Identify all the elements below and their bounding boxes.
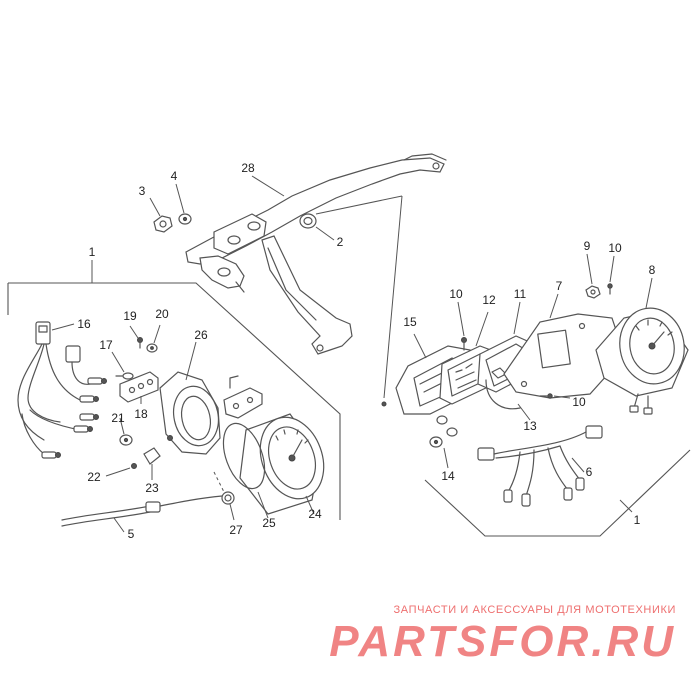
callout-10-top: 10 [449,287,463,301]
part-28-mounting-bracket [185,153,447,355]
callout-23: 23 [145,481,159,495]
callout-5: 5 [128,527,135,541]
callout-17: 17 [99,338,113,352]
callout-10-lower: 10 [572,395,586,409]
left-assembly-frame [7,260,341,520]
watermark: ЗАПЧАСТИ И АКСЕССУАРЫ ДЛЯ МОТОТЕХНИКИ PA… [329,604,676,666]
part-20-washer [146,324,161,353]
callout-labels: 1 1 2 3 4 5 6 7 8 9 10 10 10 11 12 13 14… [77,161,655,541]
part-5-cable [61,495,223,533]
callout-21: 21 [111,411,125,425]
callout-11: 11 [514,287,527,301]
callout-1-right: 1 [634,513,641,527]
callout-12: 12 [482,293,496,307]
part-9-nut [585,253,601,299]
part-19-screw [129,325,143,349]
callout-1-left: 1 [89,245,96,259]
callout-6: 6 [586,465,593,479]
part-10-screw-lower [539,393,571,399]
callout-25: 25 [262,516,276,530]
part-6-wiring-harness [477,425,603,507]
part-3-nut [149,197,173,233]
part-14-bolts [429,415,458,469]
part-16-wiring-harness [17,321,107,459]
part-8-tachometer [595,277,689,415]
watermark-caption: ЗАПЧАСТИ И АКСЕССУАРЫ ДЛЯ МОТОТЕХНИКИ [393,604,676,616]
callout-10-upper-right: 10 [608,241,622,255]
leader-28 [251,175,285,197]
callout-14: 14 [441,469,455,483]
part-23-sleeve [143,447,161,480]
part-24-speedometer [239,413,325,515]
callout-19: 19 [123,309,137,323]
part-26-housing [159,341,221,455]
callout-2: 2 [337,235,344,249]
part-2-grommet [299,195,403,399]
part-13-gasket [485,379,531,421]
part-21-washer [119,417,133,446]
callout-20: 20 [155,307,169,321]
callout-13: 13 [523,419,537,433]
gauge-mounting-bracket [223,375,263,419]
callout-4: 4 [171,169,178,183]
callout-27: 27 [229,523,243,537]
part-17-bulb [111,351,134,380]
part-22-screw [105,463,137,477]
callout-7: 7 [556,279,563,293]
part-10-screw-upper-right [607,255,615,295]
callout-22: 22 [87,470,101,484]
part-10-screw-top [457,301,467,351]
callout-18: 18 [134,407,148,421]
right-assembly-frame [424,449,691,537]
part-27-grommet [221,491,235,521]
callout-9: 9 [584,239,591,253]
callout-28: 28 [241,161,255,175]
callout-26: 26 [194,328,208,342]
callout-8: 8 [649,263,656,277]
part-7-mounting-plate [503,293,621,399]
callout-24: 24 [308,507,322,521]
part-4-washer [175,183,192,225]
watermark-logo: PARTSFOR.RU [329,617,676,666]
callout-3: 3 [139,184,146,198]
part-18-indicator-panel [119,371,159,404]
callout-15: 15 [403,315,417,329]
callout-16: 16 [77,317,91,331]
